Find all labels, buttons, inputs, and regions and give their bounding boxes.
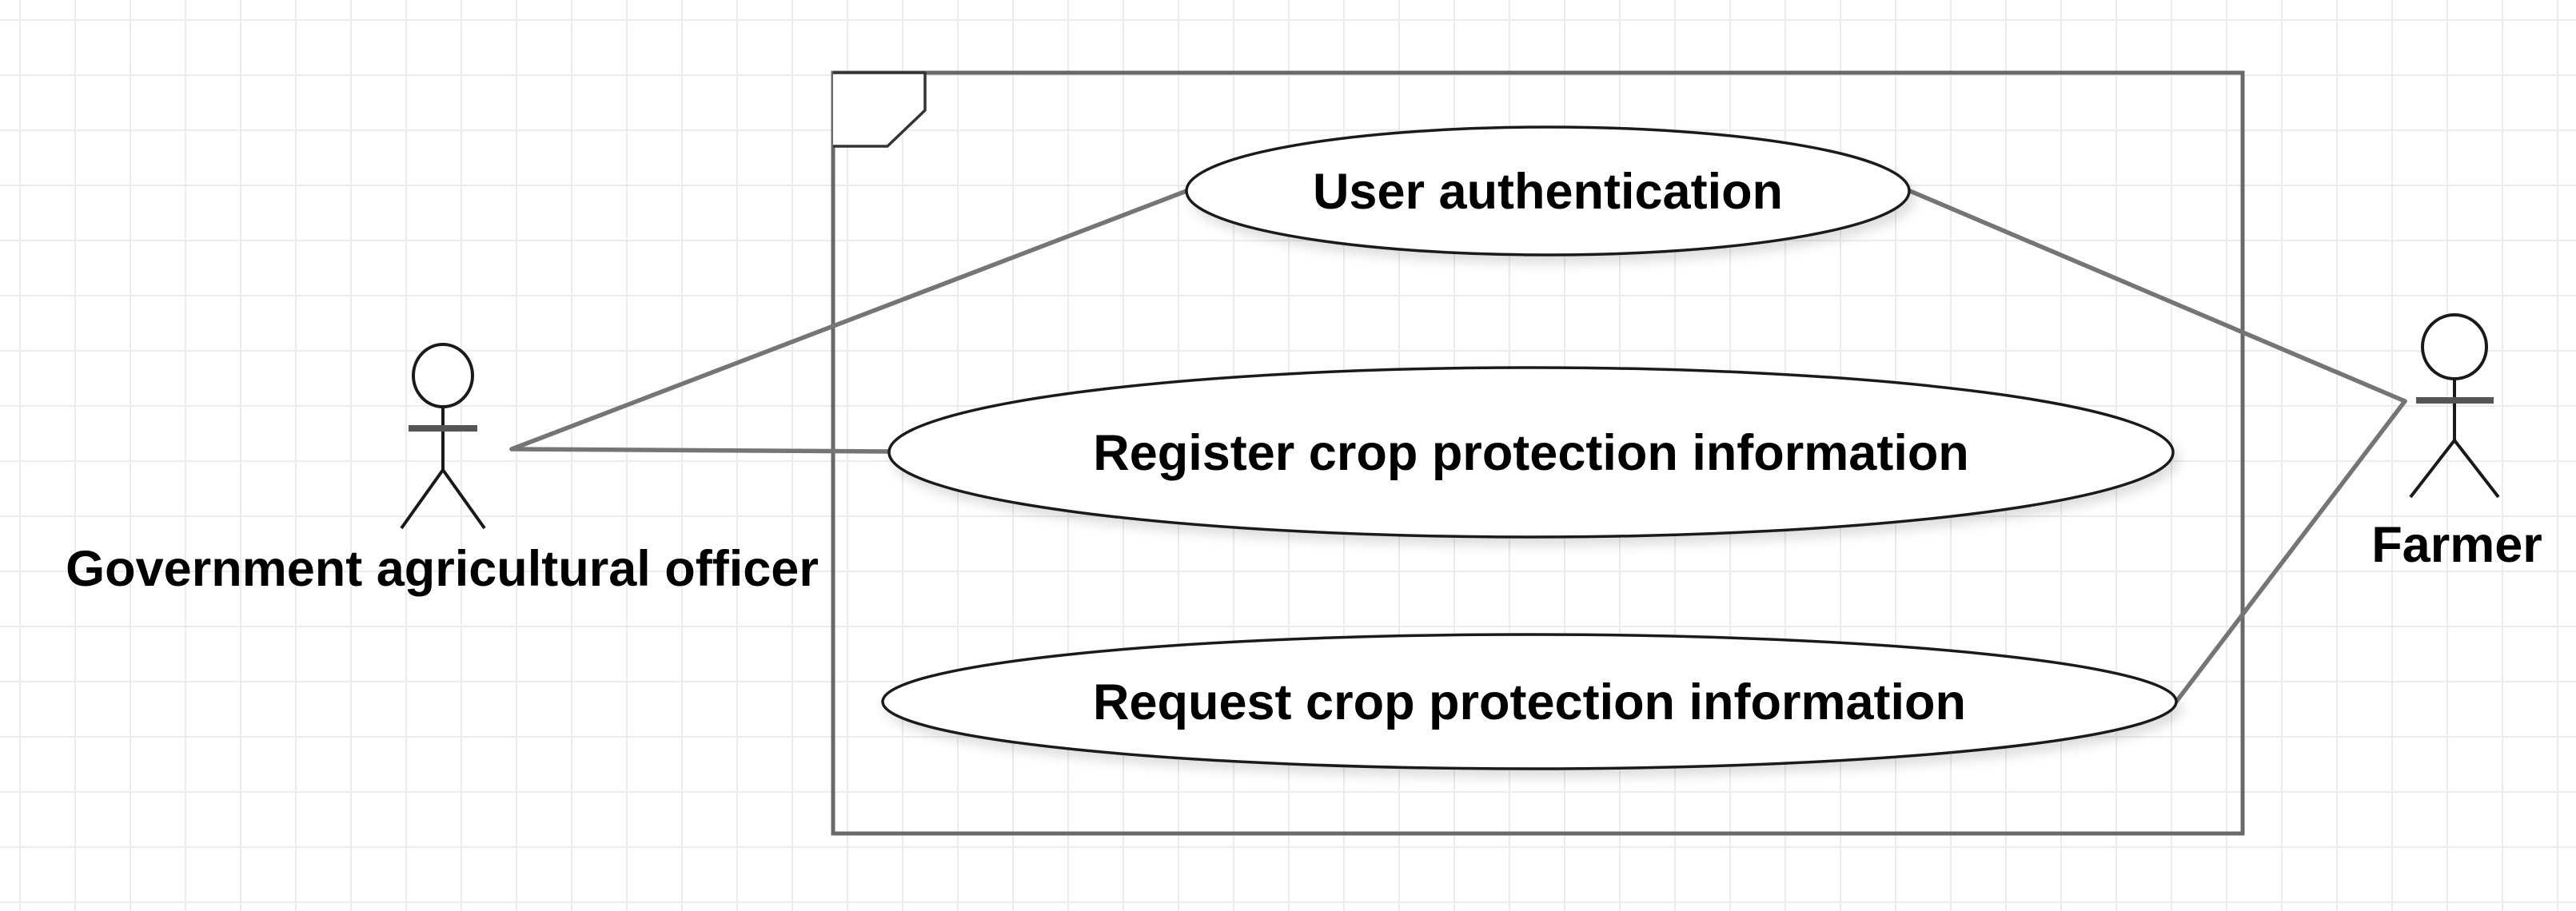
actor-label-farmer: Farmer (2371, 517, 2542, 573)
actor-government-agricultural-officer[interactable]: Government agricultural officer (66, 343, 819, 597)
use-case-user-authentication[interactable]: User authentication (1185, 125, 1911, 257)
association-officer-user-authentication[interactable] (509, 189, 1189, 452)
system-boundary-corner-marker (833, 71, 927, 148)
actor-head (412, 343, 474, 408)
association-officer-register-crop-protection[interactable] (509, 447, 891, 454)
actor-left-leg (2409, 439, 2456, 499)
use-case-label-user-authentication: User authentication (1313, 164, 1783, 220)
actor-head (2421, 313, 2488, 380)
actor-farmer[interactable]: Farmer (2371, 313, 2542, 573)
use-case-label-register-crop-protection-information: Register crop protection information (1093, 425, 1969, 481)
association-farmer-request-crop-protection[interactable] (2174, 399, 2407, 704)
use-case-register-crop-protection-information[interactable]: Register crop protection information (887, 366, 2175, 539)
use-case-label-request-crop-protection-information: Request crop protection information (1093, 674, 1966, 730)
use-case-ellipse (887, 366, 2175, 539)
use-case-ellipse (881, 633, 2178, 770)
stick-figure-icon (400, 343, 486, 530)
use-case-ellipse (1185, 125, 1911, 257)
association-farmer-user-authentication[interactable] (1908, 189, 2407, 404)
associations-layer (509, 189, 2407, 704)
use-case-request-crop-protection-information[interactable]: Request crop protection information (881, 633, 2178, 770)
actor-right-leg (2453, 439, 2500, 499)
actor-label-government-agricultural-officer: Government agricultural officer (66, 541, 819, 597)
actor-right-leg (441, 468, 486, 530)
actor-left-leg (400, 468, 445, 530)
stick-figure-icon (2409, 313, 2500, 499)
